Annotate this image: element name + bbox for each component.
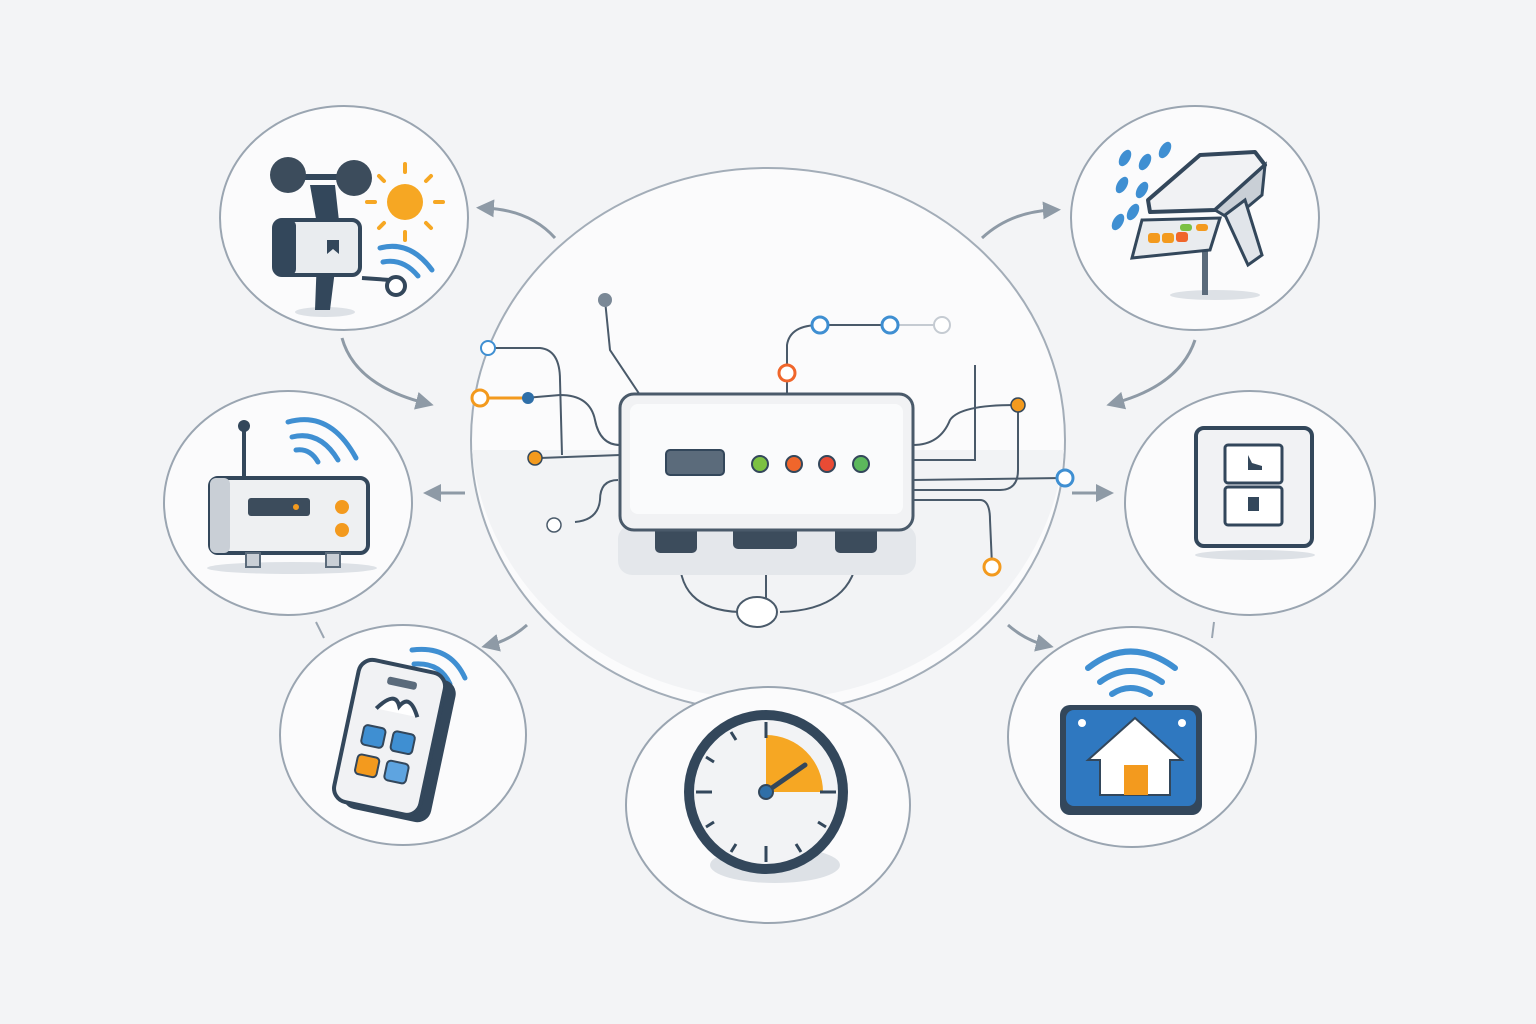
node-wall-switch xyxy=(1124,390,1376,616)
node-timer-clock xyxy=(625,686,911,924)
remote-control-icon xyxy=(332,646,468,823)
hub-wires xyxy=(488,299,1064,613)
wifi-router-icon xyxy=(207,417,377,574)
rain-sensor-icon xyxy=(1111,141,1267,300)
smart-home-wifi-icon xyxy=(1060,648,1202,815)
cable-loop xyxy=(736,596,778,628)
connector-dots xyxy=(470,293,1075,577)
node-remote-control xyxy=(279,624,527,846)
clock-timer-icon xyxy=(684,710,848,883)
node-router xyxy=(163,390,413,616)
smart-hub-icon xyxy=(618,392,916,575)
anemometer-sun-wireless-icon xyxy=(270,157,445,317)
wall-switch-icon xyxy=(1194,426,1315,560)
node-smart-home xyxy=(1007,626,1257,848)
node-rain-sensor-panel xyxy=(1070,105,1320,331)
flow-arrows xyxy=(340,199,1197,652)
node-weather-station xyxy=(219,105,469,331)
